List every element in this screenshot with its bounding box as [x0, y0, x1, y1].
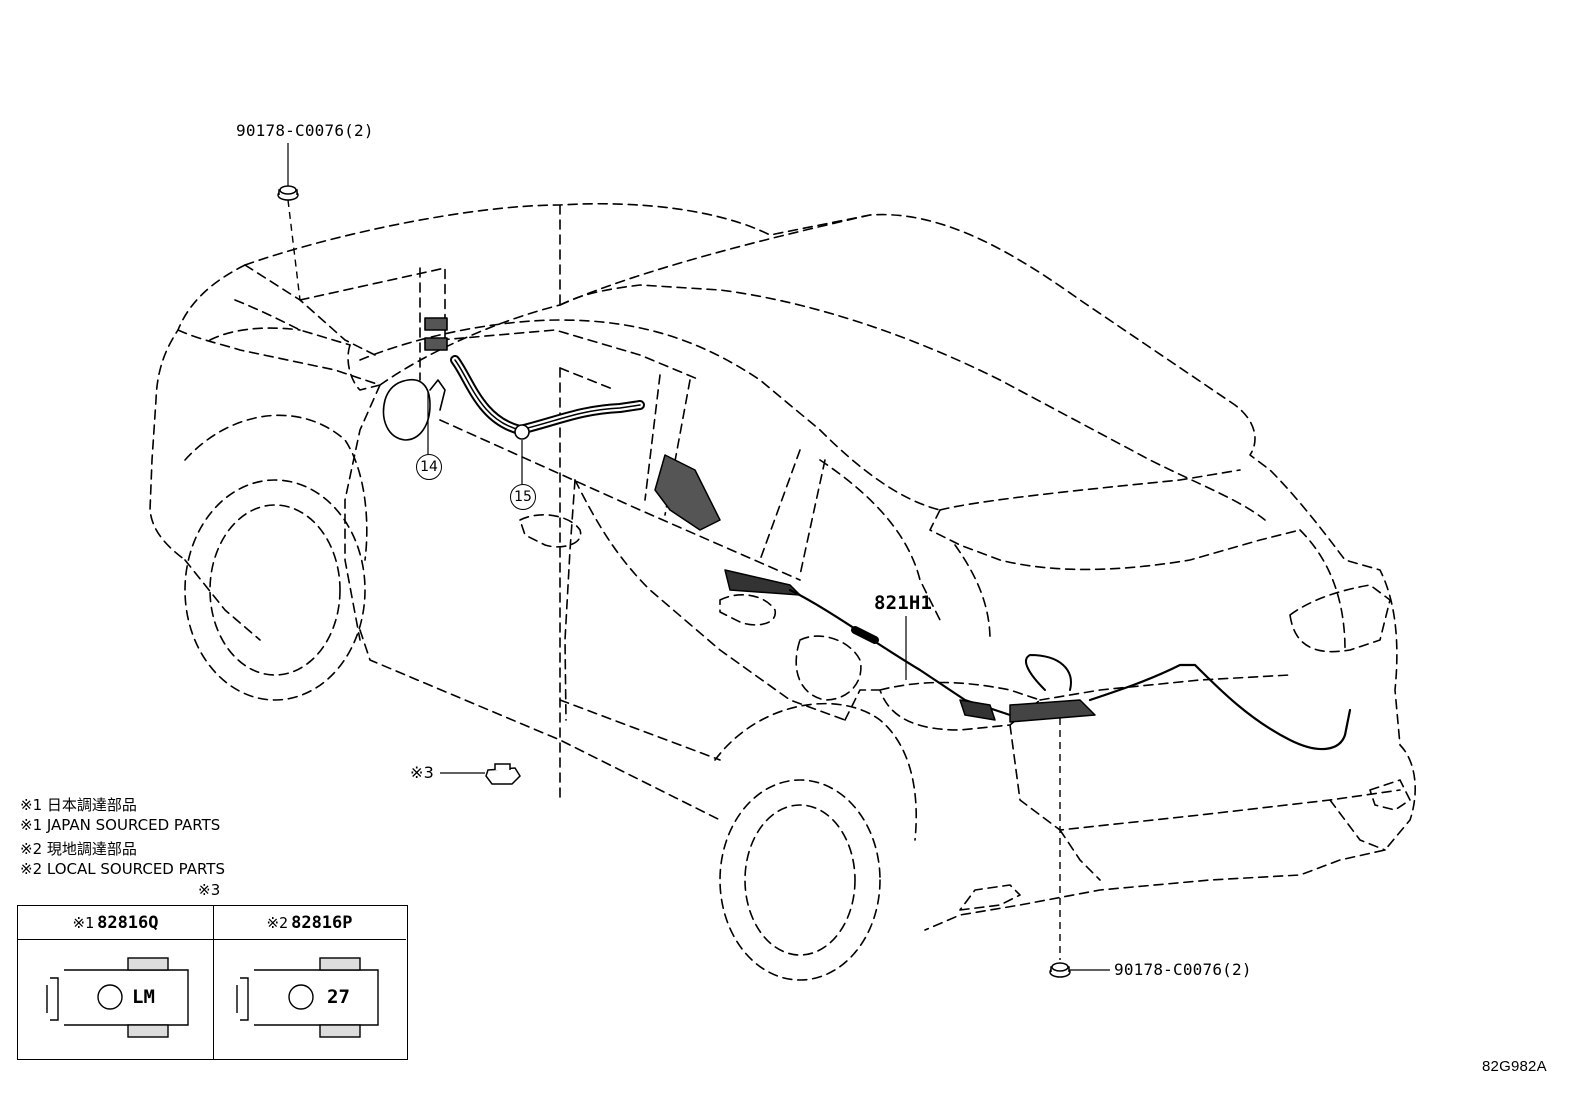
- source-marker: ※1: [72, 914, 95, 932]
- bolt-top-part-number: 90178-C0076(2): [236, 121, 374, 140]
- clip-part-number: 82816Q: [97, 913, 159, 933]
- front-wheel: [184, 414, 368, 701]
- note-local-jp: ※2 現地調達部品: [20, 840, 137, 858]
- side-mirror: [382, 378, 446, 441]
- bolt-top-icon: [277, 185, 299, 201]
- wire-harness: [450, 355, 1352, 751]
- table-divider: [213, 906, 214, 1059]
- rear-wheel: [714, 702, 918, 981]
- note-japan-en: ※1 JAPAN SOURCED PARTS: [20, 816, 221, 834]
- note-japan-jp: ※1 日本調達部品: [20, 796, 137, 814]
- clip-stamp-p: 27: [327, 986, 350, 1008]
- note-local-en: ※2 LOCAL SOURCED PARTS: [20, 860, 225, 878]
- clip-stamp-q: LM: [132, 986, 155, 1008]
- clip-drawing-q: [46, 957, 189, 1038]
- ref-number-14: 14: [416, 454, 442, 480]
- bolt-bottom-part-number: 90178-C0076(2): [1114, 960, 1252, 979]
- clip-part-number: 82816P: [291, 913, 353, 933]
- leader-lines: [287, 143, 1110, 971]
- harness-part-number: 821H1: [874, 592, 933, 614]
- mirror-bracket: [424, 317, 448, 351]
- clip-icon: [485, 763, 521, 785]
- clip-table-caption: ※3: [198, 881, 221, 899]
- source-marker: ※2: [266, 914, 289, 932]
- bolt-bottom-icon: [1049, 962, 1071, 978]
- diagram-code: 82G982A: [1482, 1058, 1547, 1075]
- leader-dashes: [287, 199, 1061, 960]
- clip-note-marker: ※3: [410, 763, 434, 782]
- clip-drawing-p: [236, 957, 379, 1038]
- vehicle-body-outline: [149, 203, 1416, 931]
- ref-number-15: 15: [510, 484, 536, 510]
